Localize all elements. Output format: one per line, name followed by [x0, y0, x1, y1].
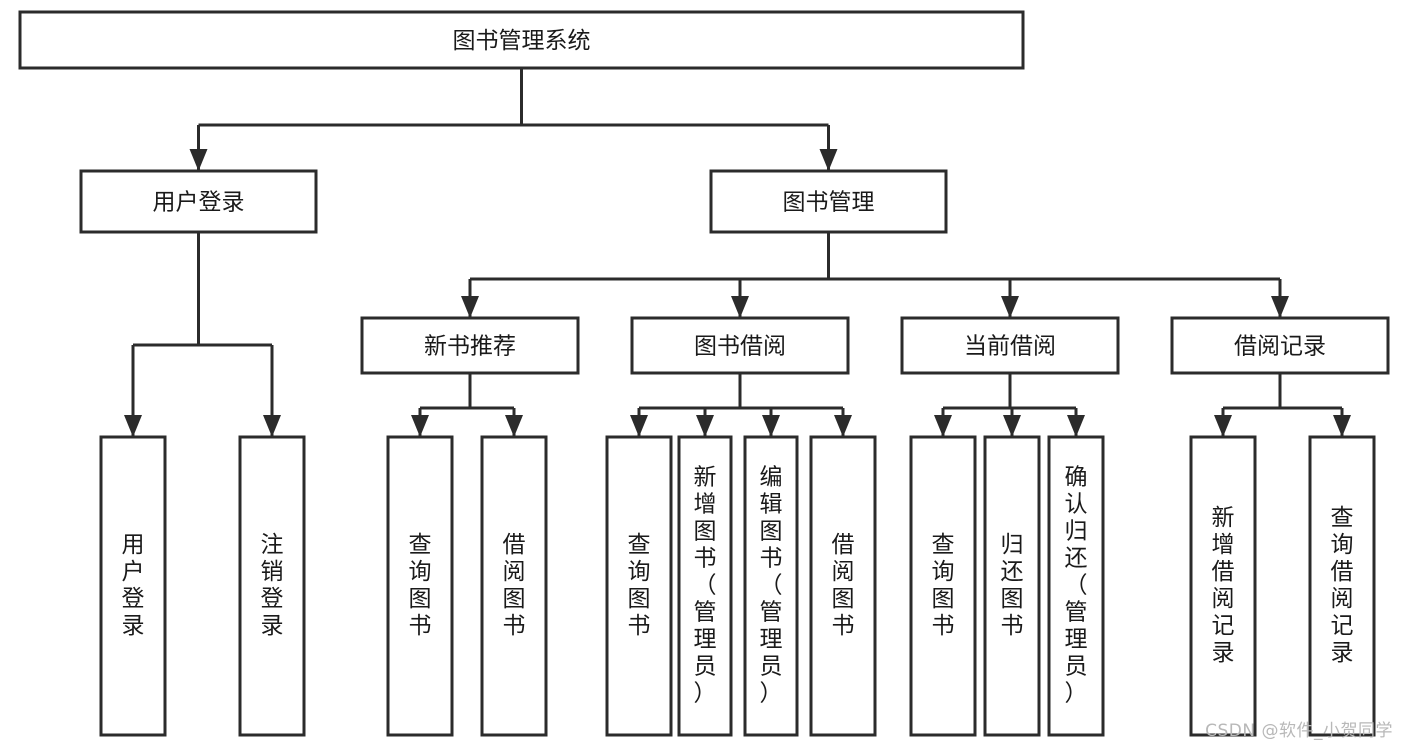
arrow-head-icon: [1333, 415, 1351, 437]
node-label: 借阅图书: [503, 532, 526, 639]
arrow-head-icon: [411, 415, 429, 437]
arrow-head-icon: [505, 415, 523, 437]
node-current-borrow[interactable]: 当前借阅: [900, 316, 1120, 375]
node-box[interactable]: [605, 435, 673, 737]
node-box[interactable]: [1170, 316, 1390, 375]
node-box[interactable]: [386, 435, 454, 737]
node-leaf-bb-edit-book[interactable]: 编辑图书（管理员）: [743, 435, 799, 737]
node-root[interactable]: 图书管理系统: [18, 10, 1025, 70]
arrow-head-icon: [934, 415, 952, 437]
node-leaf-br-query-record[interactable]: 查询借阅记录: [1308, 435, 1376, 737]
node-box[interactable]: [630, 316, 850, 375]
node-label: 新增借阅记录: [1212, 505, 1235, 666]
node-box[interactable]: [99, 435, 167, 737]
arrow-head-icon: [189, 149, 208, 171]
node-box[interactable]: [909, 435, 977, 737]
node-label: 用户登录: [122, 532, 145, 639]
node-label: 借阅图书: [832, 532, 855, 639]
node-label: 图书管理: [783, 190, 875, 216]
node-label: 用户登录: [153, 190, 245, 216]
node-box[interactable]: [79, 169, 318, 234]
arrow-head-icon: [630, 415, 648, 437]
arrow-head-icon: [696, 415, 714, 437]
node-box[interactable]: [238, 435, 306, 737]
node-label: 确认归还（管理员）: [1065, 465, 1088, 707]
node-box[interactable]: [1189, 435, 1257, 737]
node-box[interactable]: [983, 435, 1041, 737]
node-box[interactable]: [1047, 435, 1105, 737]
node-leaf-bb-add-book[interactable]: 新增图书（管理员）: [677, 435, 733, 737]
node-label: 当前借阅: [964, 334, 1056, 360]
arrow-head-icon: [1214, 415, 1232, 437]
node-label: 注销登录: [261, 532, 284, 639]
node-user-login[interactable]: 用户登录: [79, 169, 318, 234]
node-label: 新增图书（管理员）: [694, 465, 717, 707]
node-label: 图书借阅: [694, 334, 786, 360]
arrow-head-icon: [834, 415, 852, 437]
node-new-book-rec[interactable]: 新书推荐: [360, 316, 580, 375]
node-book-manage[interactable]: 图书管理: [709, 169, 948, 234]
node-leaf-rec-borrow-book[interactable]: 借阅图书: [480, 435, 548, 737]
node-box[interactable]: [360, 316, 580, 375]
node-box[interactable]: [1308, 435, 1376, 737]
arrow-head-icon: [1271, 296, 1289, 318]
node-box[interactable]: [480, 435, 548, 737]
node-label: 新书推荐: [424, 334, 516, 360]
node-leaf-bb-query-book[interactable]: 查询图书: [605, 435, 673, 737]
node-label: 查询图书: [409, 532, 432, 639]
node-box[interactable]: [809, 435, 877, 737]
connector-lines-layer: [124, 68, 1351, 437]
node-leaf-cb-confirm-return[interactable]: 确认归还（管理员）: [1047, 435, 1105, 737]
node-book-borrow[interactable]: 图书借阅: [630, 316, 850, 375]
node-label: 查询借阅记录: [1331, 505, 1354, 666]
node-leaf-user-login[interactable]: 用户登录: [99, 435, 167, 737]
node-borrow-record[interactable]: 借阅记录: [1170, 316, 1390, 375]
node-leaf-cb-query-book[interactable]: 查询图书: [909, 435, 977, 737]
arrow-head-icon: [461, 296, 479, 318]
arrow-head-icon: [1067, 415, 1085, 437]
node-label: 借阅记录: [1234, 334, 1326, 360]
node-leaf-rec-query-book[interactable]: 查询图书: [386, 435, 454, 737]
node-leaf-br-add-record[interactable]: 新增借阅记录: [1189, 435, 1257, 737]
arrow-head-icon: [762, 415, 780, 437]
node-leaf-user-logout[interactable]: 注销登录: [238, 435, 306, 737]
nodes-layer: 图书管理系统用户登录图书管理新书推荐图书借阅当前借阅借阅记录用户登录注销登录查询…: [18, 10, 1390, 737]
node-leaf-cb-return-book[interactable]: 归还图书: [983, 435, 1041, 737]
arrow-head-icon: [263, 415, 281, 437]
node-box[interactable]: [709, 169, 948, 234]
node-box[interactable]: [743, 435, 799, 737]
arrow-head-icon: [1001, 296, 1019, 318]
node-label: 查询图书: [932, 532, 955, 639]
arrow-head-icon: [731, 296, 749, 318]
node-box[interactable]: [18, 10, 1025, 70]
node-label: 查询图书: [628, 532, 651, 639]
node-label: 归还图书: [1001, 532, 1024, 639]
node-leaf-bb-borrow-book[interactable]: 借阅图书: [809, 435, 877, 737]
node-box[interactable]: [900, 316, 1120, 375]
node-label: 图书管理系统: [453, 28, 591, 54]
node-label: 编辑图书（管理员）: [760, 465, 783, 707]
node-box[interactable]: [677, 435, 733, 737]
arrow-head-icon: [1003, 415, 1021, 437]
arrow-head-icon: [819, 149, 838, 171]
arrow-head-icon: [124, 415, 142, 437]
